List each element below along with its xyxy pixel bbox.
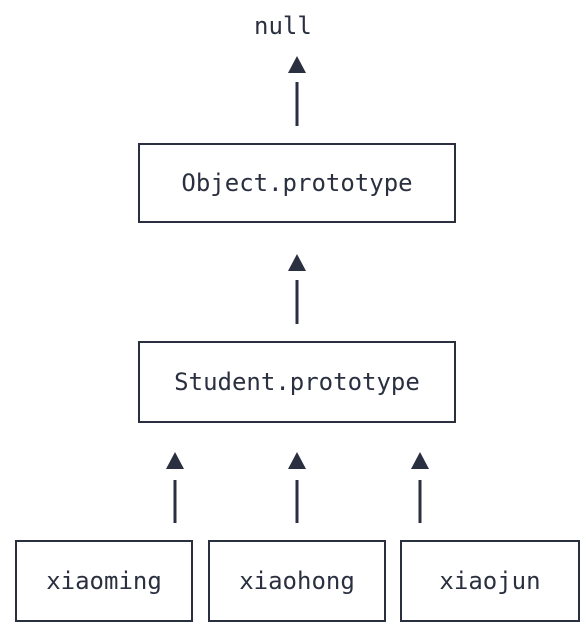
- instance-label: xiaoming: [46, 567, 162, 595]
- up-arrow-icon: [411, 452, 429, 523]
- object-prototype-label: Object.prototype: [181, 169, 413, 197]
- instance-label: xiaojun: [439, 567, 541, 595]
- student-prototype-label: Student.prototype: [174, 368, 420, 396]
- object-prototype-box: Object.prototype: [138, 143, 456, 223]
- instance-box-xiaojun: xiaojun: [400, 540, 580, 622]
- up-arrow-icon: [288, 56, 306, 126]
- instance-box-xiaohong: xiaohong: [208, 540, 386, 622]
- null-label: null: [254, 12, 312, 40]
- instance-box-xiaoming: xiaoming: [15, 540, 193, 622]
- up-arrow-icon: [288, 254, 306, 324]
- up-arrow-icon: [166, 452, 184, 523]
- up-arrow-icon: [288, 452, 306, 523]
- instance-label: xiaohong: [239, 567, 355, 595]
- student-prototype-box: Student.prototype: [138, 341, 456, 423]
